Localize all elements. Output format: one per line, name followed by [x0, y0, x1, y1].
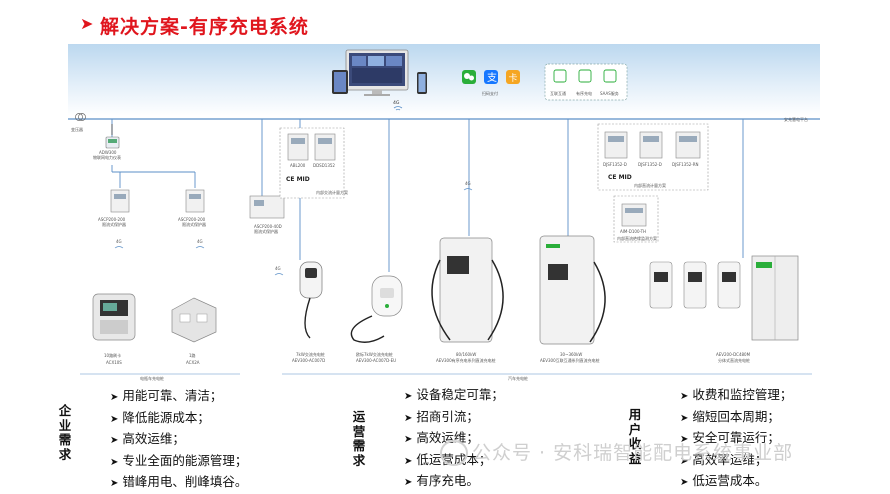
dc360-model: AEV300互联互通系列直流充电桩: [540, 357, 600, 363]
aim-monitor-icon: [621, 203, 647, 227]
plug-charger-1-icon: [171, 297, 217, 343]
list-item: ➤高效运维；: [110, 431, 185, 447]
list-item: ➤有序充电。: [404, 473, 479, 489]
djsf-meter-icons: [604, 131, 701, 159]
monitor-devices-icon: [332, 49, 427, 96]
dc-160kw-charger-icon: [431, 237, 504, 343]
ac7kw-eu-model: AEV300-AC007D-EU: [356, 358, 396, 363]
meter-group1-label: 内部交流计量方案: [316, 189, 348, 195]
watermark-text: 公众号 · 安科瑞智能配电系统事业部: [472, 442, 794, 464]
ascp-b-model: ASCP200-200: [178, 217, 206, 222]
dc160-model: AEV300有序充电系列直流充电桩: [436, 357, 496, 363]
section-heading-user: 用户收益: [628, 407, 642, 466]
ascp-a-model: ASCP200-200: [98, 217, 126, 222]
list-item: ➤设备稳定可靠；: [404, 387, 504, 402]
ascp-protector-icon-b: [185, 189, 205, 213]
ev-line-label: 汽车充电桩: [508, 375, 528, 381]
adw300-meter-icon: [105, 124, 120, 149]
ascp-b-desc: 限流式保护器: [182, 221, 206, 227]
djsf-a-label: DJSF1352-D: [603, 162, 627, 167]
aim-label: AIM-D100-TH: [620, 229, 646, 234]
list-item: ➤用能可靠、清洁；: [110, 388, 223, 403]
abl200-label: ABL200: [290, 163, 306, 168]
list-item: ➤低运营成本。: [680, 473, 768, 489]
ac7kw-model: AEV300-AC007D: [292, 358, 325, 363]
ascp-protector-icon-c: [249, 195, 285, 219]
sky-banner: [68, 44, 820, 116]
card10-label: 10路刷卡: [104, 352, 121, 358]
ascp-a-desc: 限流式保护器: [102, 221, 126, 227]
ascp-c-model: ASCP200-40D: [254, 224, 282, 229]
djsf-c-label: DJSF1352-RN: [672, 162, 699, 167]
ascp-c-4g: 4G: [275, 266, 281, 271]
card10-model: ACX10S: [106, 360, 122, 365]
system-topology-diagram: 4G 支 卡 扫码支付 互联互通 有序充电 SAAS服务 变压器 安充慧电平台: [68, 49, 820, 381]
list-item: ➤专业全面的能源管理；: [110, 452, 248, 468]
ascp-b-4g: 4G: [197, 239, 203, 244]
list-item: ➤缩短回本周期；: [680, 408, 780, 424]
svg-text:卡: 卡: [509, 72, 518, 84]
ac-7kw-eu-charger-icon: [350, 275, 403, 343]
adw300-desc: 物联网电力仪表: [93, 154, 121, 160]
service-icons: [553, 69, 617, 83]
wechat-watermark-icon: [440, 440, 468, 466]
page-title: 解决方案-有序充电系统: [100, 16, 309, 38]
ddsd-meter-icon: [314, 133, 336, 161]
svc-interconnect-label: 互联互通: [550, 90, 566, 96]
ascp-a-4g: 4G: [116, 239, 122, 244]
dc360-label: 30~360kW: [560, 352, 582, 357]
list-item: ➤收费和监控管理；: [680, 387, 793, 402]
list-item: ➤招商引流；: [404, 408, 479, 424]
user-benefit-list: ➤收费和监控管理； ➤缩短回本周期； ➤安全可靠运行； ➤高效率运维； ➤低运营…: [680, 385, 792, 493]
svc-saas-label: SAAS服务: [600, 90, 619, 96]
operation-list: ➤设备稳定可靠； ➤招商引流； ➤高效运维； ➤低运营成本； ➤有序充电。: [404, 385, 504, 493]
djsf-b-label: DJSF1352-D: [638, 162, 662, 167]
list-item: ➤安全可靠运行；: [680, 430, 780, 446]
cert-ce-ac: CE MID: [286, 176, 310, 183]
bike-line-label: 电瓶车充电桩: [140, 375, 164, 381]
transformer-label: 变压器: [71, 126, 83, 132]
dc-4g-label: 4G: [465, 181, 471, 186]
svc-ordered-label: 有序充电: [576, 90, 592, 96]
insulation-label: 内部直流绝缘监测方案: [617, 235, 657, 241]
list-item: ➤错峰用电、削峰填谷。: [110, 474, 248, 490]
dc-360kw-charger-icon: [539, 235, 606, 345]
dc480-model: 分体式直流充电桩: [718, 357, 750, 363]
plug1-label: 1路: [189, 352, 196, 358]
card-charger-10-icon: [92, 293, 136, 341]
payment-icons: 支 卡: [462, 70, 520, 84]
branch-lines: [111, 119, 744, 272]
section-heading-enterprise: 企业需求: [58, 403, 72, 462]
ddsd-label: DDSD1352: [313, 163, 335, 168]
list-item: ➤高效率运维；: [680, 451, 768, 467]
plug1-model: ACX2A: [186, 360, 200, 365]
svg-text:支: 支: [487, 72, 497, 84]
list-item: ➤降低能源成本；: [110, 409, 210, 425]
ac7kw-label: 7kW交流充电桩: [296, 351, 325, 357]
meter-group2-label: 内部直流计量方案: [634, 182, 666, 188]
ascp-protector-icon-a: [110, 189, 130, 213]
dc-480-split-charger-icon: [649, 255, 799, 341]
dc160-label: 80/160kW: [456, 352, 476, 357]
cloud-platform-label: 安充慧电平台: [784, 116, 808, 122]
cert-ce-dc: CE MID: [608, 174, 632, 181]
monitor-4g-label: 4G: [393, 100, 400, 106]
payment-label: 扫码支付: [482, 90, 498, 96]
ac-7kw-charger-icon: [299, 261, 323, 339]
list-item: ➤高效运维；: [404, 430, 479, 446]
ac7kw-eu-label: 欧标7kW交流充电桩: [356, 351, 393, 357]
ascp-c-desc: 限流式保护器: [254, 228, 278, 234]
dc480-label: AEV200-DC480M: [716, 352, 751, 357]
abl200-meter-icon: [287, 133, 309, 161]
adw300-label: ADW300: [99, 150, 117, 155]
enterprise-list: ➤用能可靠、清洁； ➤降低能源成本； ➤高效运维； ➤专业全面的能源管理； ➤错…: [110, 386, 247, 494]
title-arrow-icon: ➤: [80, 14, 94, 33]
section-heading-operation: 运营需求: [352, 409, 366, 468]
